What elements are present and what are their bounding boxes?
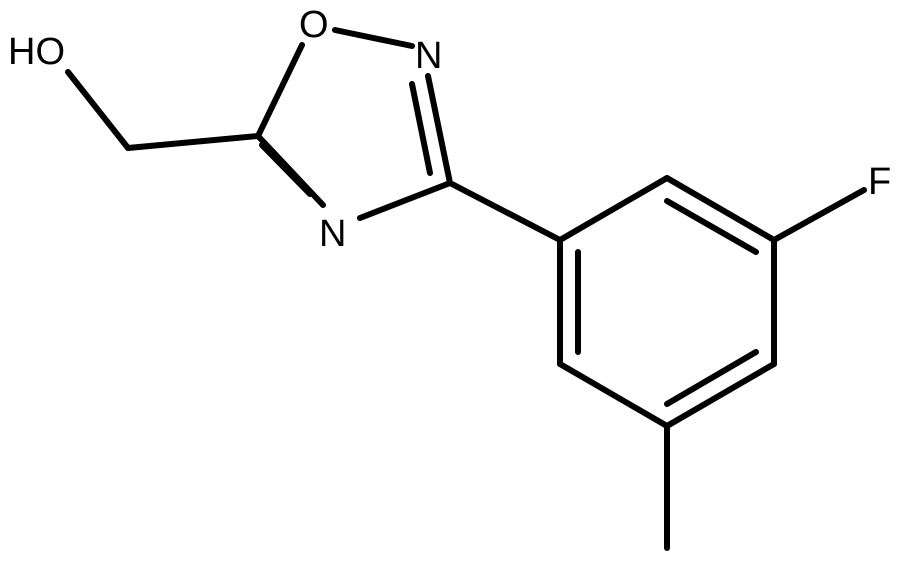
- ring-nitrogen-bottom-label: N: [319, 213, 346, 255]
- bond-ph1-ph2: [557, 175, 670, 243]
- bond-c3-n4: [357, 180, 453, 221]
- bond-c5-o1: [255, 42, 305, 139]
- ring-nitrogen-top-label: N: [415, 35, 442, 77]
- bond-n2-c3-inner: [409, 81, 433, 176]
- bond-ho-ch2: [65, 69, 131, 151]
- hydroxyl-label: HO: [8, 31, 65, 73]
- bond-n2-c3: [425, 73, 453, 186]
- bond-ph2-ph3: [664, 175, 777, 243]
- fluorine-label: F: [868, 161, 891, 203]
- bond-n4-c5-inner: [259, 142, 313, 197]
- bond-ph2-ph3-inner: [664, 198, 759, 255]
- bond-ch2-c5: [125, 133, 261, 151]
- bond-ph5-ph6: [557, 361, 670, 429]
- bond-ph4-ph5-inner: [664, 349, 759, 407]
- ring-oxygen-label: O: [299, 4, 329, 46]
- bond-ph4-ph5: [664, 361, 777, 429]
- bond-c3-phenyl: [447, 180, 563, 243]
- bond-ph3-f: [771, 187, 867, 243]
- bond-o1-n2: [332, 27, 415, 49]
